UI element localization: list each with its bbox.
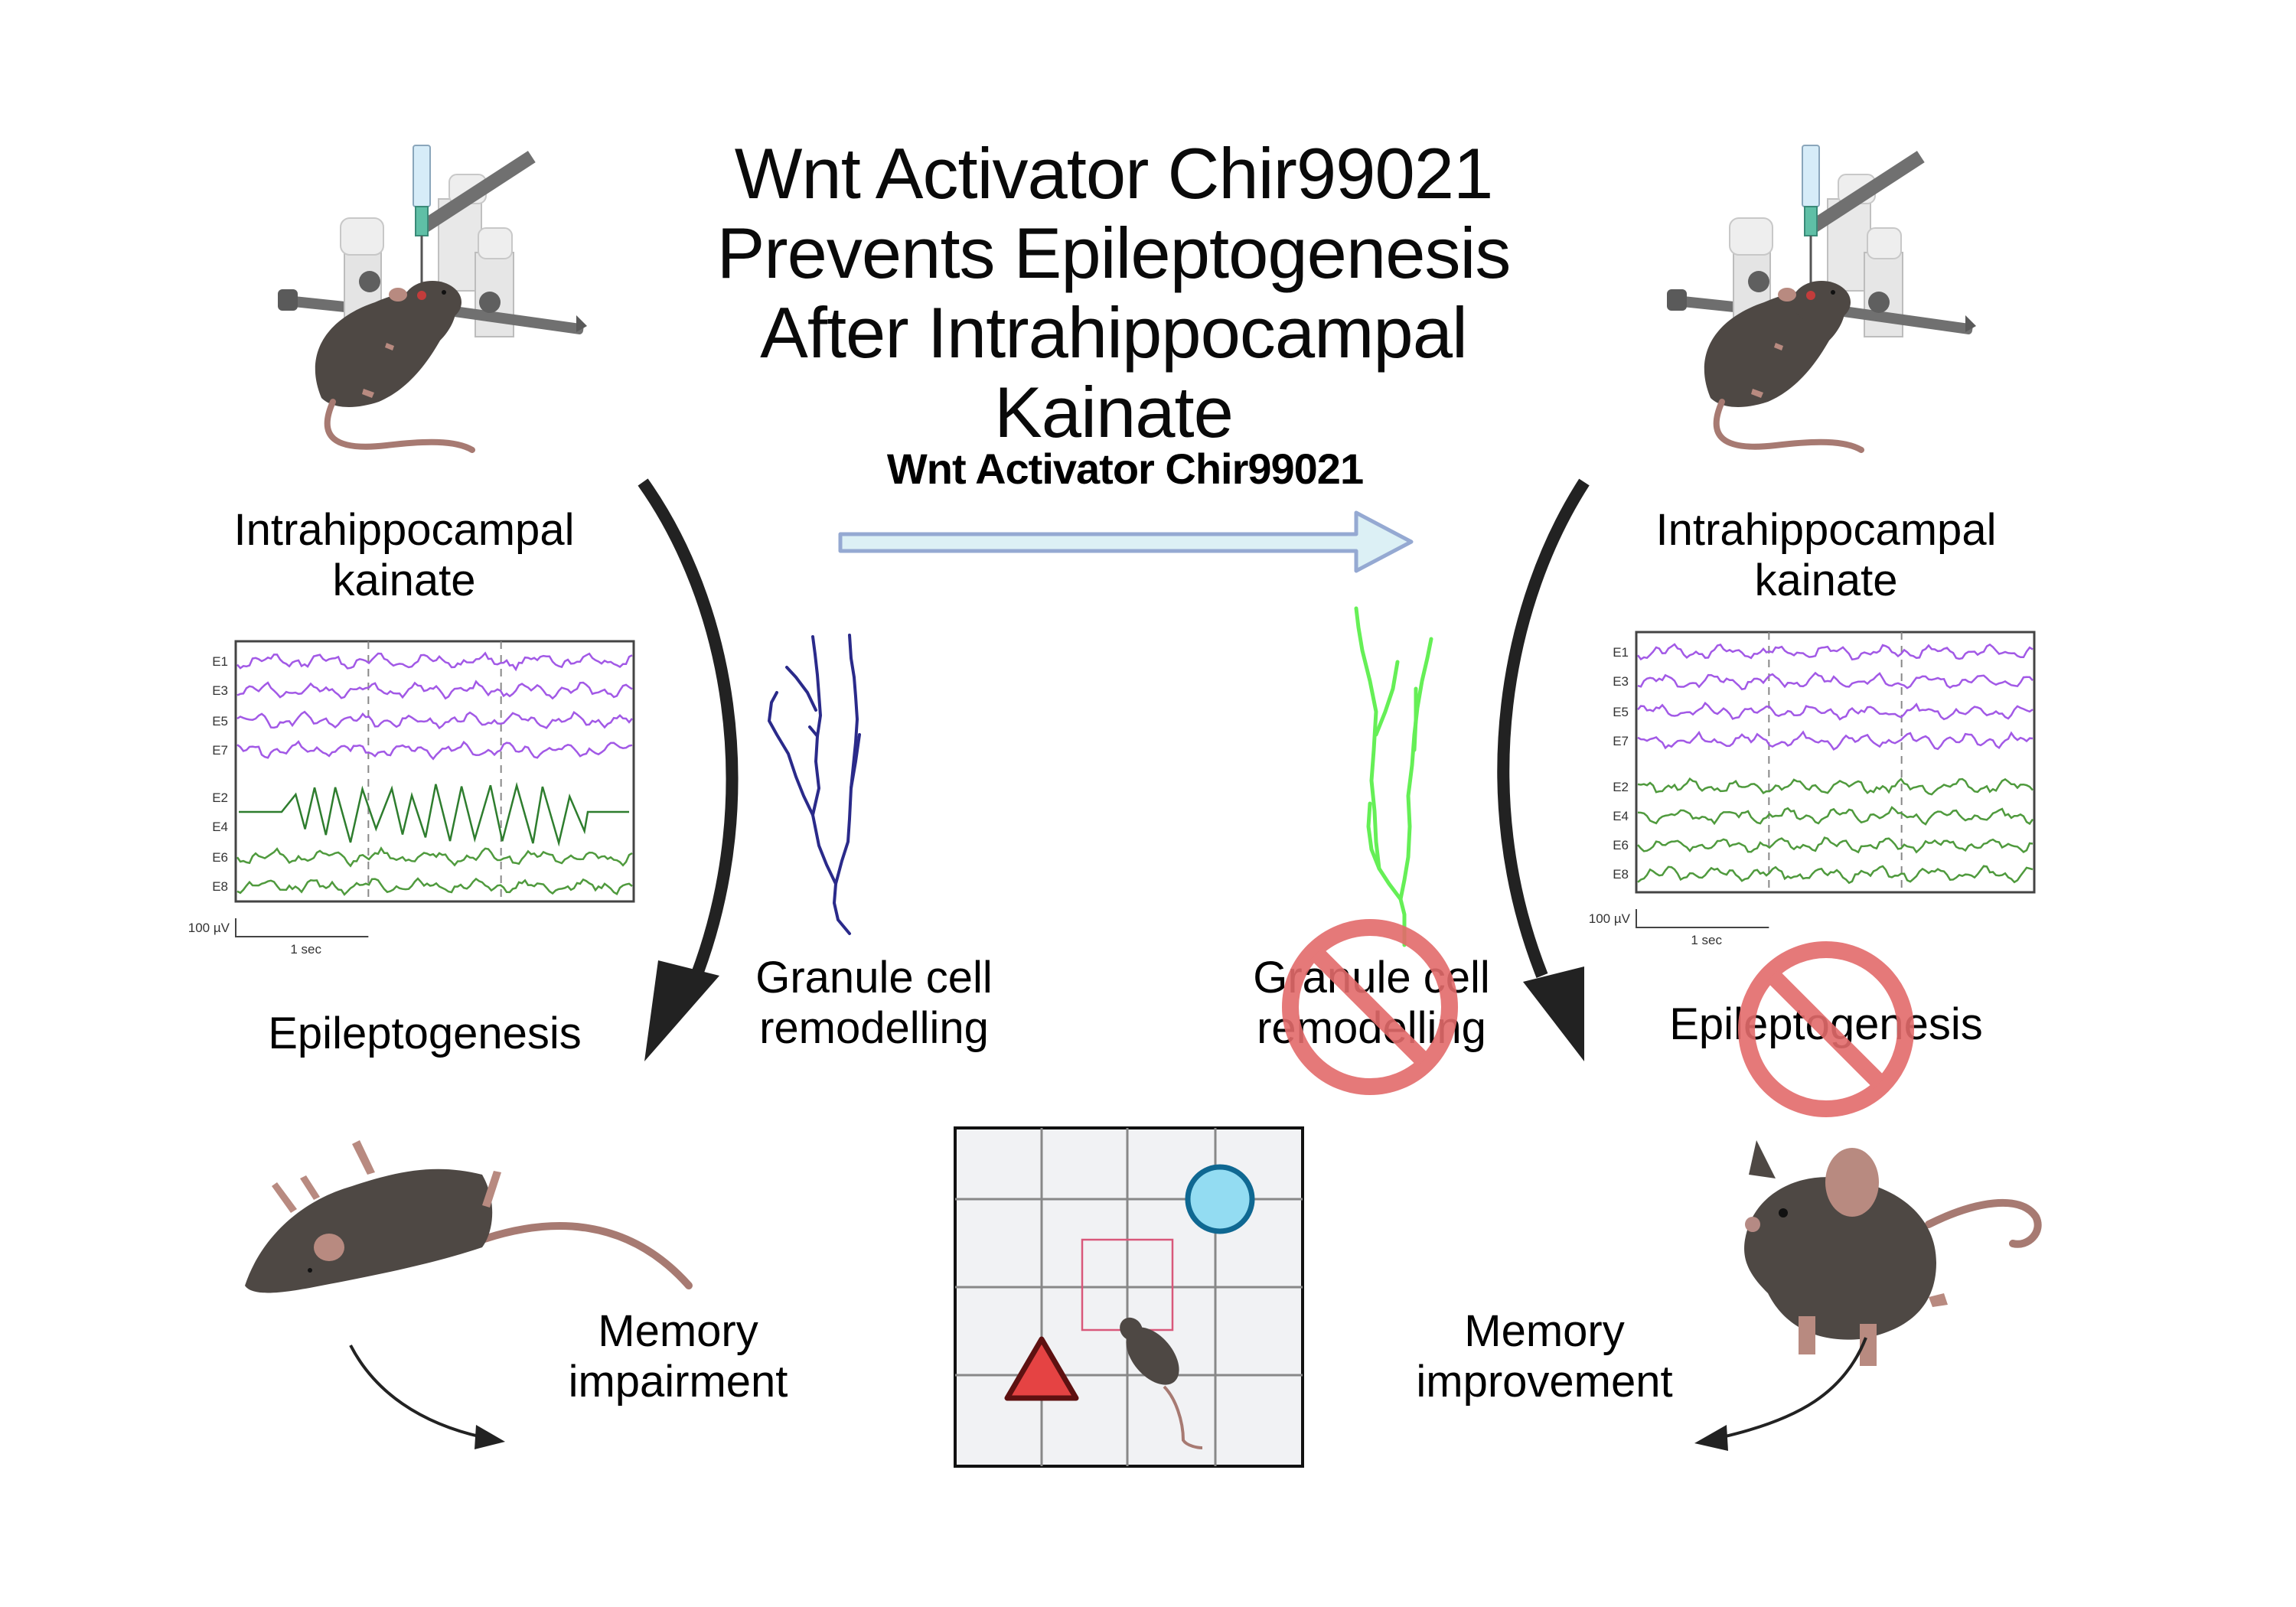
eeg-trace-e3: [1637, 671, 2033, 691]
maze-circle-cue-icon: [1185, 1164, 1255, 1234]
eeg-scale-time: 1 sec: [1691, 933, 1722, 947]
title-line-4: Kainate: [994, 372, 1234, 452]
eeg-channel-label: E1: [1613, 645, 1629, 660]
title-line-2: Prevents Epileptogenesis: [716, 213, 1512, 293]
eeg-trace-e6: [1637, 836, 2033, 854]
stereotaxic-injection-mouse-left-icon: [278, 145, 587, 453]
memory-improvement-line-1: Memory: [1464, 1306, 1625, 1356]
right-procedure-line-1: Intrahippocampal: [1655, 505, 1997, 555]
treatment-label: Wnt Activator Chir99021: [886, 445, 1364, 493]
maze-triangle-cue-icon: [1004, 1336, 1079, 1401]
left-procedure-label: Intrahippocampal kainate: [213, 505, 595, 606]
memory-improvement-label: Memory improvement: [1353, 1306, 1736, 1407]
eeg-scale-bar: [1636, 909, 1769, 928]
eeg-channel-label: E2: [212, 790, 228, 805]
eeg-trace-e2: [1637, 777, 2033, 796]
eeg-trace-e7: [236, 740, 633, 761]
eeg-channel-label: E5: [212, 714, 228, 729]
eeg-channel-label: E3: [1613, 674, 1629, 689]
prohibit-epileptogenesis-icon: [1738, 941, 1914, 1117]
stereotaxic-injection-mouse-right-icon: [1667, 145, 1976, 453]
memory-improvement-line-2: improvement: [1416, 1357, 1673, 1407]
memory-impairment-label: Memory impairment: [487, 1306, 869, 1407]
memory-impairment-line-2: impairment: [568, 1357, 788, 1407]
maze-mouse-icon: [1120, 1317, 1203, 1449]
maze-arena: [954, 1126, 1304, 1468]
seizing-mouse-icon: [245, 1140, 693, 1293]
eeg-channel-label: E8: [212, 879, 228, 894]
eeg-trace-e1: [236, 651, 633, 672]
eeg-trace-e4: [1637, 806, 2034, 826]
eeg-trace-e8: [236, 877, 633, 896]
left-granule-line-2: remodelling: [759, 1003, 989, 1053]
right-procedure-label: Intrahippocampal kainate: [1635, 505, 2017, 606]
eeg-seizure-trace: [239, 781, 629, 847]
title-line-1: Wnt Activator Chir99021: [734, 133, 1494, 214]
eeg-frame: [1635, 631, 2036, 894]
eeg-trace-e8: [1637, 865, 2033, 885]
eeg-channel-label: E7: [1613, 734, 1629, 748]
eeg-scale-time: 1 sec: [290, 942, 321, 957]
eeg-trace-e3: [236, 680, 633, 700]
eeg-channel-label: E5: [1613, 705, 1629, 719]
eeg-trace-e5: [1637, 701, 2033, 721]
eeg-trace-e1: [1637, 643, 2033, 661]
memory-impairment-line-1: Memory: [598, 1306, 758, 1356]
eeg-channel-label: E1: [212, 654, 228, 669]
healthy-mouse-icon: [1744, 1140, 2042, 1366]
eeg-channel-label: E6: [212, 850, 228, 865]
eeg-trace-e6: [236, 846, 633, 868]
left-progression-arrow-icon: [638, 478, 739, 1061]
right-granule-cell-dendrite-icon: [1354, 606, 1433, 947]
eeg-channel-label: E3: [212, 683, 228, 698]
eeg-trace-e5: [236, 710, 633, 730]
left-procedure-line-2: kainate: [332, 556, 476, 605]
prohibit-granule-remodelling-icon: [1282, 919, 1458, 1095]
eeg-channel-label: E7: [212, 743, 228, 758]
left-procedure-line-1: Intrahippocampal: [233, 505, 575, 555]
eeg-scale-bar: [235, 918, 369, 937]
title-line-3: After Intrahippocampal: [760, 292, 1468, 373]
right-progression-arrow-icon: [1497, 478, 1590, 1061]
left-outcome-label: Epileptogenesis: [268, 1009, 582, 1058]
eeg-scale-voltage: 100 µV: [188, 921, 230, 935]
treatment-arrow-icon: [838, 510, 1414, 573]
eeg-channel-label: E4: [1613, 809, 1629, 823]
eeg-channel-label: E8: [1613, 867, 1629, 882]
eeg-trace-e7: [1637, 730, 2033, 751]
right-procedure-line-2: kainate: [1754, 556, 1898, 605]
eeg-scale-voltage: 100 µV: [1589, 911, 1631, 926]
eeg-channel-label: E2: [1613, 780, 1629, 794]
left-granule-line-1: Granule cell: [755, 953, 993, 1002]
eeg-frame: [234, 640, 635, 903]
eeg-channel-label: E4: [212, 820, 228, 834]
left-granule-cell-dendrite-icon: [768, 634, 861, 935]
figure-title: Wnt Activator Chir99021 Prevents Epilept…: [654, 134, 1573, 452]
spatial-memory-maze: [954, 1126, 1304, 1468]
memory-impairment-arrow-icon: [349, 1345, 505, 1449]
left-granule-label: Granule cell remodelling: [683, 953, 1065, 1054]
memory-improvement-arrow-icon: [1694, 1337, 1867, 1451]
eeg-channel-label: E6: [1613, 838, 1629, 852]
